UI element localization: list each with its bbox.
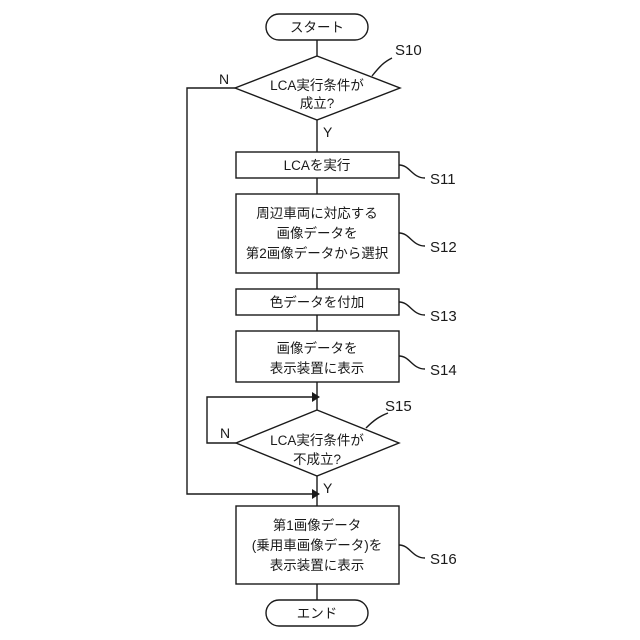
process-s13: 色データを付加 bbox=[236, 289, 399, 315]
step-label-s11: S11 bbox=[430, 171, 456, 188]
process-s11-line-1: LCAを実行 bbox=[284, 158, 351, 173]
decision-s10: LCA実行条件が 成立? bbox=[235, 56, 400, 120]
process-s16: 第1画像データ (乗用車画像データ)を 表示装置に表示 bbox=[236, 506, 399, 584]
step-label-s15: S15 bbox=[385, 398, 412, 415]
step-label-s12: S12 bbox=[430, 239, 457, 256]
branch-yes-s10: Y bbox=[323, 124, 333, 140]
process-s11: LCAを実行 bbox=[236, 152, 399, 178]
step-label-s10: S10 bbox=[395, 42, 422, 59]
process-s14: 画像データを 表示装置に表示 bbox=[236, 331, 399, 382]
process-s14-line-2: 表示装置に表示 bbox=[270, 361, 365, 376]
process-s16-line-3: 表示装置に表示 bbox=[270, 558, 365, 573]
decision-s15-line-1: LCA実行条件が bbox=[270, 432, 364, 448]
end-terminal: エンド bbox=[266, 600, 368, 626]
start-label: スタート bbox=[290, 20, 344, 35]
step-label-s16: S16 bbox=[430, 551, 457, 568]
branch-yes-s15: Y bbox=[323, 480, 333, 496]
process-s12-line-2: 画像データを bbox=[277, 225, 358, 241]
step-label-s14: S14 bbox=[430, 362, 457, 379]
step-label-s13: S13 bbox=[430, 308, 457, 325]
decision-s10-line-2: 成立? bbox=[300, 96, 335, 111]
decision-s10-line-1: LCA実行条件が bbox=[270, 77, 364, 93]
branch-no-s15: N bbox=[220, 425, 230, 441]
process-s16-line-1: 第1画像データ bbox=[273, 517, 362, 533]
process-s13-line-1: 色データを付加 bbox=[270, 294, 365, 310]
process-s12-line-1: 周辺車両に対応する bbox=[256, 206, 378, 221]
arrowhead bbox=[312, 489, 320, 499]
branch-no-s10: N bbox=[219, 71, 229, 87]
end-label: エンド bbox=[297, 606, 338, 621]
process-s12: 周辺車両に対応する 画像データを 第2画像データから選択 bbox=[236, 194, 399, 273]
start-terminal: スタート bbox=[266, 14, 368, 40]
decision-s15-line-2: 不成立? bbox=[293, 452, 341, 467]
arrowhead bbox=[312, 392, 320, 402]
process-s16-line-2: (乗用車画像データ)を bbox=[252, 537, 383, 553]
process-s14-line-1: 画像データを bbox=[277, 340, 358, 356]
process-s12-line-3: 第2画像データから選択 bbox=[246, 245, 389, 261]
